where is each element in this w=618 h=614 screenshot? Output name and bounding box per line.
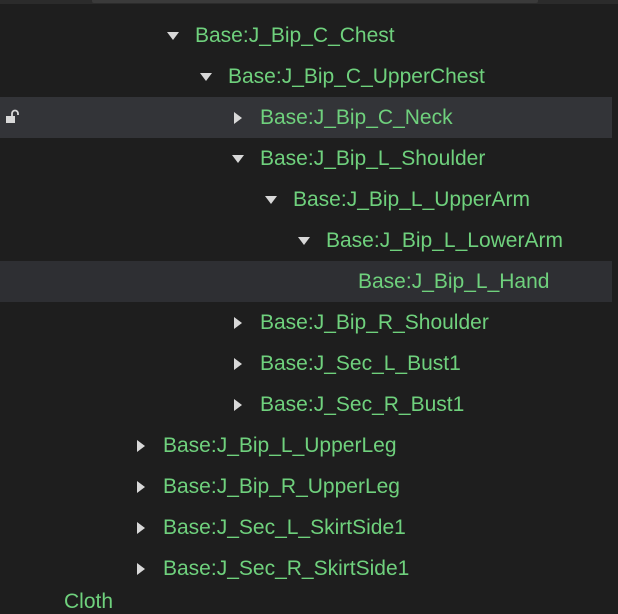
expand-toggle-icon[interactable] bbox=[166, 29, 180, 43]
expand-toggle-icon[interactable] bbox=[199, 70, 213, 84]
tree-row-l-upperleg[interactable]: Base:J_Bip_L_UpperLeg bbox=[0, 425, 618, 466]
tree-row-cloth[interactable]: Cloth bbox=[64, 590, 114, 613]
collapse-toggle-icon[interactable] bbox=[231, 357, 245, 371]
collapse-toggle-icon[interactable] bbox=[134, 521, 148, 535]
tree-row-r-shoulder[interactable]: Base:J_Bip_R_Shoulder bbox=[0, 302, 618, 343]
collapse-toggle-icon[interactable] bbox=[134, 439, 148, 453]
tree-row-label: Base:J_Bip_C_Chest bbox=[195, 23, 395, 47]
collapse-toggle-icon[interactable] bbox=[134, 480, 148, 494]
tree-row-label: Base:J_Sec_L_SkirtSide1 bbox=[163, 515, 406, 539]
tree-row-label: Base:J_Bip_C_UpperChest bbox=[228, 64, 485, 88]
unlock-icon[interactable] bbox=[4, 109, 20, 125]
tree-row-label: Base:J_Bip_L_UpperLeg bbox=[163, 433, 397, 457]
expand-toggle-icon[interactable] bbox=[297, 234, 311, 248]
expand-toggle-icon[interactable] bbox=[264, 193, 278, 207]
tree-row-label: Base:J_Bip_R_Shoulder bbox=[260, 310, 489, 334]
collapse-toggle-icon[interactable] bbox=[134, 562, 148, 576]
tree-row-l-shoulder[interactable]: Base:J_Bip_L_Shoulder bbox=[0, 138, 618, 179]
tree-row-label: Base:J_Sec_R_Bust1 bbox=[260, 392, 465, 416]
expand-toggle-icon[interactable] bbox=[231, 152, 245, 166]
tree-row-label: Base:J_Sec_L_Bust1 bbox=[260, 351, 461, 375]
tree-row-label: Base:J_Bip_C_Neck bbox=[260, 105, 453, 129]
header-strip bbox=[0, 0, 618, 4]
tree-row-r-skirtside1[interactable]: Base:J_Sec_R_SkirtSide1 bbox=[0, 548, 618, 589]
tree-row-chest[interactable]: Base:J_Bip_C_Chest bbox=[0, 15, 618, 56]
tree-row-label: Base:J_Bip_R_UpperLeg bbox=[163, 474, 400, 498]
collapse-toggle-icon[interactable] bbox=[231, 316, 245, 330]
tree-row-l-skirtside1[interactable]: Base:J_Sec_L_SkirtSide1 bbox=[0, 507, 618, 548]
tree-row-l-bust1[interactable]: Base:J_Sec_L_Bust1 bbox=[0, 343, 618, 384]
tree-row-r-upperleg[interactable]: Base:J_Bip_R_UpperLeg bbox=[0, 466, 618, 507]
tree-row-l-hand[interactable]: Base:J_Bip_L_Hand bbox=[0, 261, 612, 302]
tree-row-neck[interactable]: Base:J_Bip_C_Neck bbox=[0, 97, 612, 138]
tree-row-label: Base:J_Bip_L_LowerArm bbox=[326, 228, 563, 252]
tree-row-label: Base:J_Sec_R_SkirtSide1 bbox=[163, 556, 410, 580]
tree-row-label: Base:J_Bip_L_UpperArm bbox=[293, 187, 530, 211]
tree-row-l-lowerarm[interactable]: Base:J_Bip_L_LowerArm bbox=[0, 220, 618, 261]
tree-row-r-bust1[interactable]: Base:J_Sec_R_Bust1 bbox=[0, 384, 618, 425]
tree-row-upperchest[interactable]: Base:J_Bip_C_UpperChest bbox=[0, 56, 618, 97]
tree-row-label: Base:J_Bip_L_Hand bbox=[358, 269, 550, 293]
tree-row-l-upperarm[interactable]: Base:J_Bip_L_UpperArm bbox=[0, 179, 618, 220]
collapse-toggle-icon[interactable] bbox=[231, 111, 245, 125]
header-edge bbox=[92, 0, 538, 3]
collapse-toggle-icon[interactable] bbox=[231, 398, 245, 412]
tree-row-label: Base:J_Bip_L_Shoulder bbox=[260, 146, 486, 170]
hierarchy-tree: Base:J_Bip_C_Chest Base:J_Bip_C_UpperChe… bbox=[0, 15, 618, 589]
